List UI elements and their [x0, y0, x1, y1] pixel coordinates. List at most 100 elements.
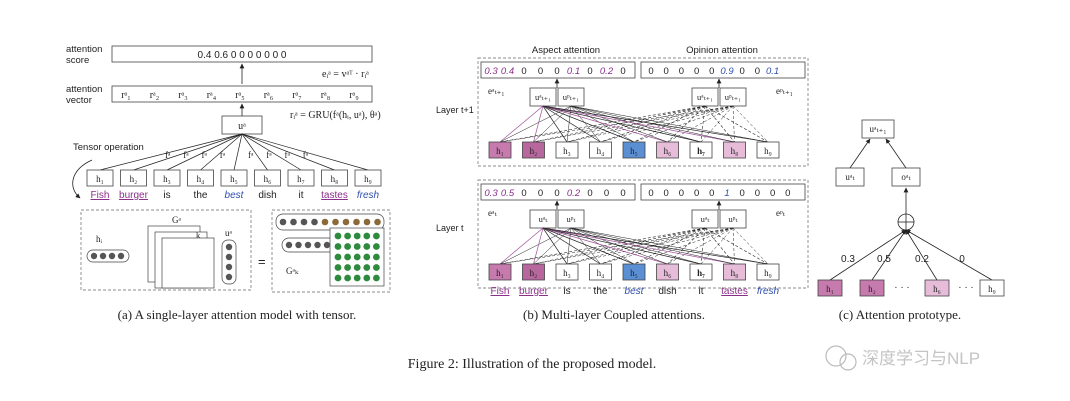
h-label: h₇ [297, 174, 305, 184]
opinion-attention-title: Opinion attention [686, 45, 758, 56]
dot [344, 243, 351, 250]
opinion-score-box [640, 61, 806, 79]
h-node [622, 141, 646, 159]
link-solid [570, 227, 769, 265]
figure-caption: Figure 2: Illustration of the proposed m… [408, 357, 656, 372]
word: burger [519, 286, 549, 297]
opinion-score: 0 [770, 188, 775, 199]
h-label: h₄ [197, 174, 205, 184]
h-node [120, 169, 147, 187]
link-solid [570, 227, 635, 265]
dot [311, 218, 318, 226]
result-dots [279, 218, 381, 282]
h-node [555, 141, 579, 159]
h-label: h₂ [530, 146, 538, 156]
vector-value: rᵃ₉ [349, 90, 359, 101]
f-label: fᵃ [165, 150, 171, 160]
link-dashed [600, 105, 734, 143]
weight-label: 0 [959, 254, 965, 265]
dot [373, 264, 380, 271]
vector-value: rᵃ₁ [121, 90, 131, 101]
ua-label: uᵃ [238, 121, 246, 132]
dot [363, 243, 371, 250]
link-solid [542, 105, 635, 143]
fan-line [99, 133, 243, 171]
dot [363, 253, 371, 261]
layer-top-label: Layer t+1 [436, 105, 474, 115]
aspect-score: 0.4 [501, 66, 514, 77]
panel-a: attention score 0.4 0.6 0 0 0 0 0 0 0 eᵢ… [66, 44, 391, 322]
h-node [488, 141, 512, 159]
f-label: fᵃ [285, 150, 291, 160]
h-node [555, 263, 579, 281]
aspect-score: 0 [587, 66, 592, 77]
dot [373, 274, 380, 282]
equals-sign: = [258, 254, 266, 269]
dot [363, 218, 371, 226]
link-dashed [566, 227, 734, 265]
weight-label: 0.3 [841, 254, 855, 265]
h-label: h₁ [496, 268, 504, 278]
link-solid [533, 105, 544, 143]
opinion-score: 1 [724, 188, 729, 199]
opinion-score: 0 [755, 66, 760, 77]
caption-a: (a) A single-layer attention model with … [118, 307, 357, 322]
link-solid [570, 227, 735, 265]
opinion-score: 0 [694, 188, 699, 199]
h-label: h₆ [264, 174, 272, 184]
fan-line [241, 133, 335, 171]
ellipsis: · · · [958, 282, 974, 293]
h-label: h₇ [697, 268, 705, 278]
link-dashed [704, 227, 769, 265]
h-label: h₈ [731, 146, 739, 156]
h-label: h₂ [530, 268, 538, 278]
u-label: uᵃₜ [701, 214, 711, 224]
h-label: h₅ [230, 174, 238, 184]
aspect-score: 0.2 [567, 188, 581, 199]
link-solid [499, 227, 544, 265]
f-label: fᵃ [220, 150, 226, 160]
h-label: h₁ [826, 284, 834, 294]
link-solid [542, 105, 568, 143]
link-solid [570, 227, 702, 265]
vector-value: rᵃ₈ [321, 90, 331, 101]
dot [300, 218, 308, 226]
fan-line [133, 133, 243, 171]
link-solid [542, 105, 668, 143]
hi-vector [86, 249, 130, 263]
f-label: fᵃ [266, 150, 272, 160]
aspect-score: 0.2 [600, 66, 614, 77]
word: dish [658, 286, 676, 297]
h-label: h₅ [630, 268, 638, 278]
dot [334, 274, 342, 282]
link-solid [542, 105, 601, 143]
wechat-icon [825, 345, 847, 367]
ellipsis: · · · [894, 282, 910, 293]
opinion-score: 0 [664, 66, 669, 77]
opinion-score-box [640, 183, 806, 201]
h-node [859, 279, 885, 297]
dot [304, 241, 312, 249]
h-node [589, 263, 612, 281]
word: fresh [357, 190, 380, 201]
aspect-score: 0 [521, 188, 526, 199]
dot [90, 252, 98, 260]
dot [332, 218, 339, 226]
dot [323, 241, 331, 249]
attention-score-box [111, 45, 373, 63]
link-dashed [533, 227, 734, 265]
link-dashed [533, 105, 734, 143]
dot [363, 264, 371, 271]
h-node [354, 169, 382, 187]
h-node [86, 169, 114, 187]
dot [353, 274, 361, 282]
h-node [220, 169, 248, 187]
e-opinion-label: eᵖₜ₊₁ [776, 86, 793, 96]
hi-label: hᵢ [96, 234, 103, 244]
dot [344, 274, 351, 282]
h-label: h₂ [868, 284, 876, 294]
